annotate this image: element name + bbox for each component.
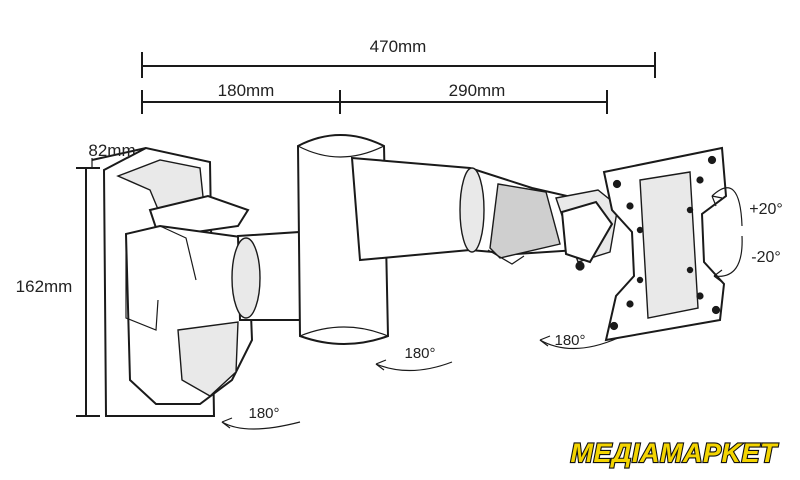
rotation-arrow-elbow: 180° (375, 345, 453, 372)
rotation-arrow-head: 180° (539, 332, 619, 350)
second-arm (350, 156, 619, 271)
dimension-plate-width: 82mm (88, 141, 147, 168)
rotation-arrow-wall: 180° (221, 405, 301, 430)
label-rotation-elbow: 180° (404, 345, 435, 362)
label-tilt-up: +20° (749, 201, 783, 218)
dimension-arm2: 290mm (340, 81, 608, 114)
first-arm (231, 230, 304, 321)
label-total-width: 470mm (370, 37, 427, 56)
label-plate-height: 162mm (16, 277, 73, 296)
wall-plate (102, 146, 254, 417)
label-tilt-down: -20° (751, 249, 781, 266)
label-arm2-length: 290mm (449, 81, 506, 100)
tilt-arrows: +20° -20° (711, 187, 783, 283)
label-arm1-length: 180mm (218, 81, 275, 100)
mediamarket-logo: MEДIAMAPKET (571, 438, 780, 468)
vesa-plate (602, 146, 728, 342)
label-rotation-wall: 180° (248, 405, 279, 422)
dimension-total-width: 470mm (141, 37, 656, 78)
label-rotation-head: 180° (554, 332, 585, 349)
label-plate-width: 82mm (88, 141, 135, 160)
dimension-plate-height: 162mm (16, 167, 100, 417)
dimension-arm1: 180mm (141, 81, 341, 114)
